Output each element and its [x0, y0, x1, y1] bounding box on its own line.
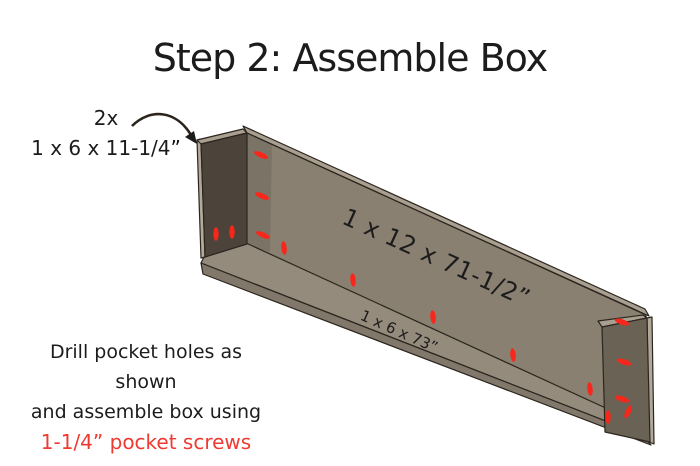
pocket-hole-mark	[614, 395, 630, 403]
pocket-hole-mark	[624, 405, 632, 419]
left-panel-face	[200, 132, 248, 258]
pocket-hole-mark	[256, 231, 270, 239]
pocket-hole-mark	[430, 310, 436, 324]
pocket-holes-group	[213, 151, 632, 424]
instructions-line-1: Drill pocket holes as shown	[49, 341, 243, 393]
bottom-board-front-edge	[200, 262, 652, 446]
end-panel-label: 2x 1 x 6 x 11-1/4”	[18, 103, 194, 163]
instructions-line-3-pocket-screws: 1-1/4” pocket screws	[40, 430, 252, 454]
pocket-hole-mark	[350, 273, 356, 287]
pointer-arrow-head	[185, 131, 197, 144]
pocket-hole-mark	[229, 225, 235, 239]
pocket-hole-mark	[587, 382, 593, 396]
pocket-hole-mark	[614, 318, 630, 326]
pocket-hole-mark	[281, 241, 287, 255]
back-board-top-edge	[242, 125, 650, 317]
pocket-hole-mark	[254, 151, 268, 159]
instructions-line-2: and assemble box using	[30, 401, 262, 423]
instructions-text: Drill pocket holes as shown and assemble…	[20, 337, 272, 457]
end-panel-size: 1 x 6 x 11-1/4”	[31, 136, 181, 160]
pocket-hole-mark	[510, 348, 516, 362]
right-panel-face	[601, 317, 651, 443]
end-panel-qty: 2x	[93, 106, 119, 130]
pocket-hole-mark	[255, 192, 269, 200]
pocket-hole-mark	[605, 410, 611, 424]
pocket-hole-mark	[213, 227, 219, 241]
pointer-arrow	[131, 112, 193, 136]
pocket-hole-mark	[616, 358, 632, 366]
page-title: Step 2: Assemble Box	[152, 36, 548, 80]
box-assembly	[196, 125, 655, 446]
